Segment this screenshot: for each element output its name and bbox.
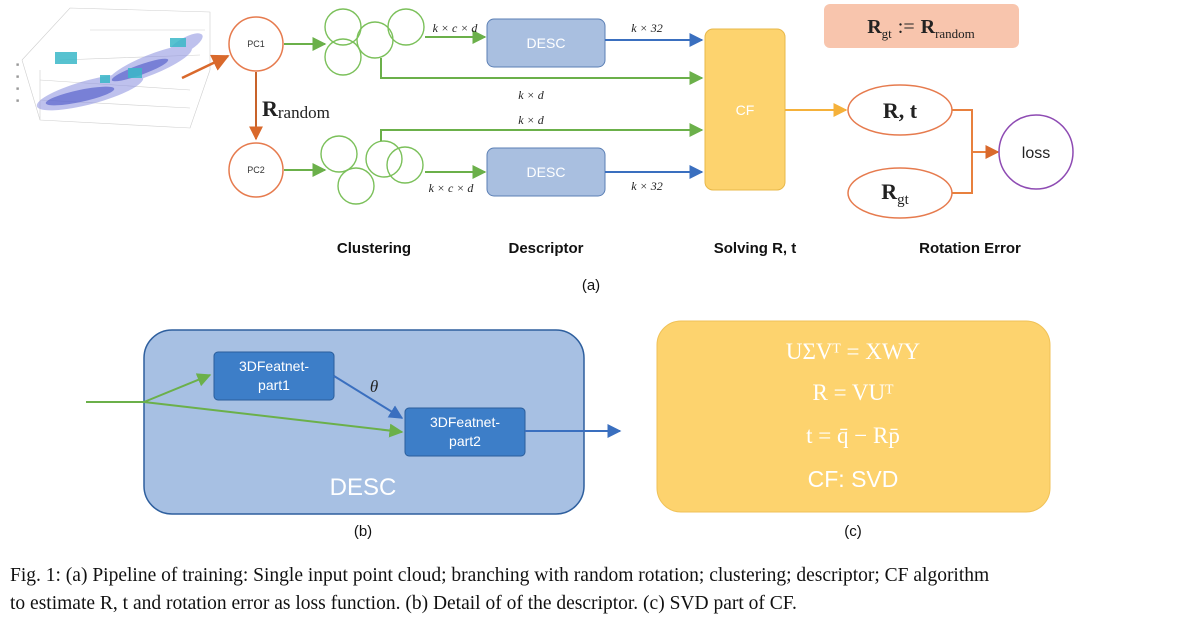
rgt-label: Rgt (881, 179, 909, 208)
top-cluster-group (324, 8, 425, 76)
caption-line-2: to estimate R, t and rotation error as l… (10, 593, 797, 614)
input-to-part2-arrow (143, 401, 404, 438)
top-skip-arrow (380, 58, 704, 85)
stage-label-solving: Solving R, t (714, 240, 797, 257)
desc-detail-title: DESC (330, 474, 397, 501)
caption-line-1: Fig. 1: (a) Pipeline of training: Single… (10, 565, 990, 586)
rt-label: R, t (883, 98, 918, 123)
featnet-part1-label: 3DFeatnet-part1 (239, 358, 309, 393)
dim-kcd-bottom: k × c × d (429, 181, 475, 195)
part1-to-part2-arrow (333, 375, 404, 419)
pc1-label: PC1 (247, 39, 265, 49)
svd-equation-3: t = q̄ − Rp̄ (806, 423, 900, 448)
rt-to-loss-connector (952, 109, 973, 152)
rgt-definition-equation: Rgt:=Rrandom (867, 16, 975, 41)
pc2-node (228, 142, 284, 198)
figure-caption: Fig. 1: (a) Pipeline of training: Single… (10, 562, 1175, 618)
dim-kd-top: k × d (518, 88, 544, 102)
bottom-skip-arrow (380, 123, 704, 141)
stage-label-clustering: Clustering (337, 240, 411, 257)
svd-detail-box (656, 320, 1051, 513)
pc1-node (228, 16, 284, 72)
input-to-part1-arrow (143, 373, 212, 403)
panel-a-label: (a) (582, 277, 600, 294)
dim-kd-bottom: k × d (518, 113, 544, 127)
svd-equation-1: UΣVᵀ = XWY (786, 339, 921, 364)
rgt-definition-box (824, 4, 1019, 48)
pc2-label: PC2 (247, 165, 265, 175)
featnet-part2-label: 3DFeatnet-part2 (430, 414, 500, 449)
dim-k32-bottom: k × 32 (631, 179, 662, 193)
stage-label-rotation-error: Rotation Error (919, 240, 1021, 257)
rgt-to-loss-connector (952, 152, 973, 194)
svg-text:■: ■ (16, 98, 19, 104)
svg-text:■: ■ (16, 62, 19, 68)
bottom-cluster-group (320, 135, 424, 205)
point-cloud-image: ■ ■ ■ ■ (16, 7, 211, 129)
svg-text:■: ■ (16, 86, 19, 92)
cf-label: CF (736, 102, 755, 118)
dim-k32-top: k × 32 (631, 21, 662, 35)
stage-label-descriptor: Descriptor (508, 240, 583, 257)
rotation-random-label: Rrandom (262, 96, 330, 122)
svg-text:■: ■ (16, 74, 19, 80)
panel-b-label: (b) (354, 523, 372, 540)
theta-label: θ (370, 377, 378, 396)
svd-equation-4: CF: SVD (808, 466, 899, 492)
desc-bottom-label: DESC (527, 164, 566, 180)
svd-equation-2: R = VUᵀ (813, 380, 895, 405)
dim-kcd-top: k × c × d (433, 21, 479, 35)
loss-node (998, 114, 1074, 190)
desc-top-box (486, 18, 606, 68)
loss-label: loss (1022, 145, 1050, 162)
panel-c-label: (c) (844, 523, 862, 540)
input-arrow (181, 54, 230, 80)
desc-top-label: DESC (527, 35, 566, 51)
